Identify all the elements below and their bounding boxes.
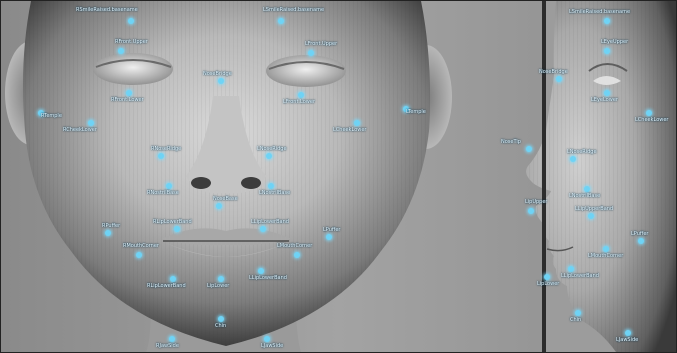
landmark-label: LMouthCorner (277, 243, 312, 249)
landmark-dot-icon (603, 246, 609, 252)
landmark-label: LLipUpperBand (575, 206, 613, 212)
landmark-dot-icon (294, 252, 300, 258)
landmark-label: LNostrilBase (569, 193, 600, 199)
landmark-label: LNostrilBase (259, 190, 290, 196)
landmark-dot-icon (568, 266, 574, 272)
landmark-dot-icon (218, 78, 224, 84)
landmark-label: LMouthCorner (588, 253, 623, 259)
landmark-label: RPuffer (102, 223, 120, 229)
landmark-dot-icon (218, 316, 224, 322)
landmark-label: NoseTip (501, 139, 521, 145)
landmark-label: NoseBridge (539, 69, 568, 75)
landmark-label: LFront.Lower (283, 99, 315, 105)
landmark-label: RFront.Upper (115, 39, 148, 45)
landmark-dot-icon (570, 156, 576, 162)
landmark-label: RNostrilBase (147, 190, 179, 196)
landmark-dot-icon (556, 76, 562, 82)
landmark-dot-icon (278, 18, 284, 24)
landmark-dot-icon (638, 238, 644, 244)
landmark-dot-icon (326, 234, 332, 240)
landmark-dot-icon (308, 50, 314, 56)
landmark-label: LipLower (537, 281, 559, 287)
landmark-label: LipUpper (525, 199, 548, 205)
landmark-dot-icon (625, 330, 631, 336)
landmark-label: LEyeLower (591, 97, 618, 103)
landmark-label: LFront.Upper (305, 41, 337, 47)
landmark-label: LCheekLower (333, 127, 366, 133)
landmark-label: LNoseRidge (567, 149, 597, 155)
landmark-dot-icon (584, 186, 590, 192)
landmark-label: LPuffer (323, 227, 340, 233)
landmark-dot-icon (260, 226, 266, 232)
landmark-dot-icon (216, 203, 222, 209)
landmark-label: RSmileRaised.basename (76, 7, 138, 13)
landmark-dot-icon (604, 90, 610, 96)
landmark-dot-icon (266, 153, 272, 159)
landmark-label: LTemple (406, 109, 426, 115)
landmark-dot-icon (158, 153, 164, 159)
profile-head (526, 1, 676, 352)
landmark-dot-icon (526, 146, 532, 152)
landmark-dot-icon (169, 336, 175, 342)
right-eye (266, 55, 346, 87)
landmark-dot-icon (174, 226, 180, 232)
landmark-label: LLipLowerBand (251, 219, 289, 225)
landmark-dot-icon (166, 183, 172, 189)
landmark-label: RTemple (41, 113, 62, 119)
landmark-label: RLipLowerBand (147, 283, 186, 289)
landmark-label: RMouthCorner (123, 243, 159, 249)
landmark-label: RNoseRidge (151, 146, 181, 152)
landmark-label: NoseBridge (203, 71, 232, 77)
landmark-label: LipLower (207, 283, 229, 289)
landmark-dot-icon (544, 274, 550, 280)
landmark-dot-icon (298, 92, 304, 98)
panel-divider (542, 1, 546, 352)
landmark-label: LSmileRaised.basename (263, 7, 324, 13)
landmark-label: Chin (215, 323, 226, 329)
landmark-dot-icon (264, 336, 270, 342)
landmark-label: LCheekLower (635, 117, 668, 123)
landmark-dot-icon (128, 18, 134, 24)
landmark-label: LSmileRaised.basename (569, 9, 630, 15)
landmark-dot-icon (136, 252, 142, 258)
landmark-dot-icon (528, 208, 534, 214)
landmark-label: LNoseRidge (257, 146, 287, 152)
landmark-dot-icon (170, 276, 176, 282)
landmark-dot-icon (575, 310, 581, 316)
left-eye (93, 53, 173, 85)
landmark-label: LJawSide (616, 337, 638, 343)
landmark-dot-icon (268, 183, 274, 189)
landmark-label: LLipLowerBand (249, 275, 287, 281)
landmark-label: Chin (570, 317, 581, 323)
landmark-dot-icon (588, 213, 594, 219)
landmark-dot-icon (118, 48, 124, 54)
landmark-label: LEyeUpper (601, 39, 628, 45)
landmark-dot-icon (105, 230, 111, 236)
landmark-dot-icon (88, 120, 94, 126)
landmark-dot-icon (126, 90, 132, 96)
landmark-label: LPuffer (631, 231, 648, 237)
landmark-dot-icon (604, 48, 610, 54)
landmark-label: RJawSide (156, 343, 179, 349)
landmark-dot-icon (604, 18, 610, 24)
landmark-label: LLipLowerBand (561, 273, 599, 279)
landmark-dot-icon (218, 276, 224, 282)
landmark-dot-icon (646, 110, 652, 116)
landmark-label: LJawSide (261, 343, 283, 349)
landmark-label: RCheekLower (63, 127, 97, 133)
landmark-dot-icon (354, 120, 360, 126)
landmark-label: RLipLowerBand (153, 219, 192, 225)
landmark-label: RFront.Lower (111, 97, 144, 103)
landmark-dot-icon (258, 268, 264, 274)
landmark-label: NoseBase (213, 196, 238, 202)
